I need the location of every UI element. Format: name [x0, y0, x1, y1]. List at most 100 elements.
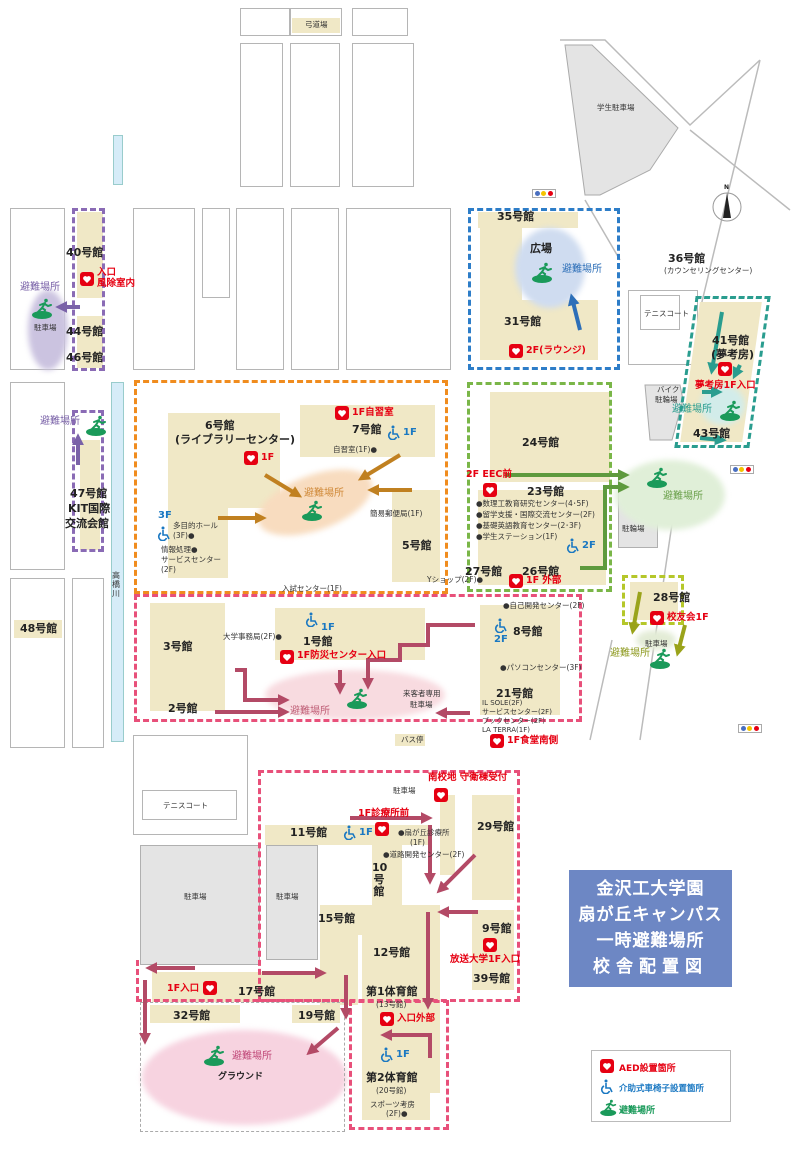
block: [291, 208, 339, 370]
label-sports1: スポーツ考房: [370, 1100, 415, 1109]
label-joho1: 情報処理●: [161, 545, 198, 554]
traffic-signal: [730, 465, 754, 474]
label-b29: 29号館: [477, 820, 515, 833]
label-bike2: 駐輪場: [655, 395, 678, 404]
evacuation-icon: [599, 1099, 620, 1117]
bus-stop: [395, 734, 425, 746]
label-b39: 39号館: [473, 972, 511, 985]
building-24: [490, 392, 610, 482]
building-48: [14, 620, 62, 638]
label-raikyaku2: 駐車場: [410, 700, 433, 709]
label-tennis-s: テニスコート: [163, 801, 208, 810]
aed-label: 2F EEC前: [466, 469, 512, 480]
label-b6: 6号館: [205, 419, 235, 432]
evac-label: 避難場所: [40, 416, 80, 427]
label-doro: ●道路開発センター(2F): [383, 850, 465, 859]
label-kyudojo: 弓道場: [305, 20, 328, 29]
label-b9: 9号館: [482, 922, 512, 935]
label-b23-item: ●数理工教育研究センター(4･5F): [476, 499, 589, 508]
label-b36: 36号館: [668, 252, 706, 265]
aed-label: 南校地 守衛棟受付: [428, 772, 508, 783]
block: [10, 382, 65, 570]
aed-icon: [509, 344, 523, 358]
label-b23-item: ●基礎英語教育センター(2･3F): [476, 521, 582, 530]
building-5: [392, 490, 440, 582]
building-8-21: [480, 605, 560, 715]
river: [111, 382, 124, 742]
label-b21-item: ブックセンター(2F): [482, 717, 545, 725]
evac-label: 避難場所: [672, 404, 712, 415]
aed-icon: [718, 362, 732, 376]
wheelchair-floor: 1F: [403, 427, 417, 438]
label-b28: 28号館: [653, 591, 691, 604]
label-raikyaku1: 来客者専用: [403, 689, 441, 698]
label-b47-kit: KIT国際: [68, 502, 111, 515]
building-47: [80, 440, 100, 550]
aed-icon: [483, 938, 497, 952]
evac-area-28: [636, 630, 676, 650]
evacuation-icon: [30, 298, 56, 320]
traffic-signal: [532, 189, 556, 198]
label-gym1: 第1体育館: [366, 985, 418, 998]
tennis-court: [640, 295, 680, 330]
label-b10: 10号館: [372, 861, 388, 899]
aed-icon: [434, 788, 448, 802]
aed-icon: [203, 981, 217, 995]
aed-icon: [375, 822, 389, 836]
river: [113, 135, 123, 185]
label-b1: 1号館: [303, 635, 333, 648]
aed-icon: [80, 272, 94, 286]
aed-icon: [490, 734, 504, 748]
block: [240, 8, 290, 36]
aed-icon: [509, 574, 523, 588]
building-35: [478, 212, 578, 228]
label-parking-s1: 駐車場: [184, 892, 207, 901]
zone-south-west: [136, 960, 348, 1002]
aed-icon: [244, 451, 258, 465]
legend-aed: AED設置箇所: [619, 1064, 676, 1074]
parking-lot: [140, 845, 260, 965]
block: [133, 735, 248, 835]
label-nyushi: 入試センター(1F): [282, 584, 342, 593]
aed-icon: [650, 611, 664, 625]
label-gym2: 第2体育館: [366, 1071, 418, 1084]
evac-label: 避難場所: [290, 706, 330, 717]
label-joho2: サービスセンター: [161, 555, 221, 564]
north-label: N: [724, 184, 730, 191]
label-jiko: ●自己開発センター(2F): [503, 601, 585, 610]
aed-label: 1F防災センター入口: [297, 650, 387, 661]
aed-icon: [335, 406, 349, 420]
aed-label: 1F 外部: [526, 575, 562, 586]
building-6: [168, 413, 280, 508]
label-b3: 3号館: [163, 640, 193, 653]
title-line: 扇が丘キャンパス: [578, 905, 723, 925]
evac-area-east: [615, 460, 725, 530]
aed-label: 1F診療所前: [358, 808, 410, 819]
label-b21-item: サービスセンター(2F): [482, 708, 552, 716]
evac-label: 避難場所: [610, 648, 650, 659]
wheelchair-icon: [157, 526, 172, 542]
evacuation-icon: [530, 262, 556, 284]
wheelchair-icon: [566, 538, 581, 554]
label-b32: 32号館: [173, 1009, 211, 1022]
building-kyudojo: [292, 18, 340, 33]
label-tamokuteki-f: (3F)●: [173, 531, 195, 540]
aed-icon: [600, 1059, 614, 1073]
arrow: [673, 624, 687, 657]
label-gym2-sub: (20号館): [376, 1086, 407, 1095]
evacuation-icon: [300, 500, 326, 522]
label-gym1-sub: (13号館): [376, 1000, 407, 1009]
label-bike1: バイク: [657, 385, 680, 394]
zone-gym2: [349, 1000, 449, 1130]
wheelchair-icon: [600, 1079, 615, 1095]
label-b40: 40号館: [66, 246, 104, 259]
evacuation-icon: [202, 1045, 228, 1067]
label-b23-item: ●学生ステーション(1F): [476, 532, 558, 541]
evacuation-icon: [645, 467, 671, 489]
label-b21-item: LA TERRA(1F): [482, 726, 530, 734]
evac-label: 避難場所: [232, 1051, 272, 1062]
label-student-parking: 学生駐車場: [597, 103, 635, 112]
wheelchair-floor: 1F: [359, 827, 373, 838]
label-parking-s2: 駐車場: [276, 892, 299, 901]
wheelchair-floor: 1F: [396, 1049, 410, 1060]
